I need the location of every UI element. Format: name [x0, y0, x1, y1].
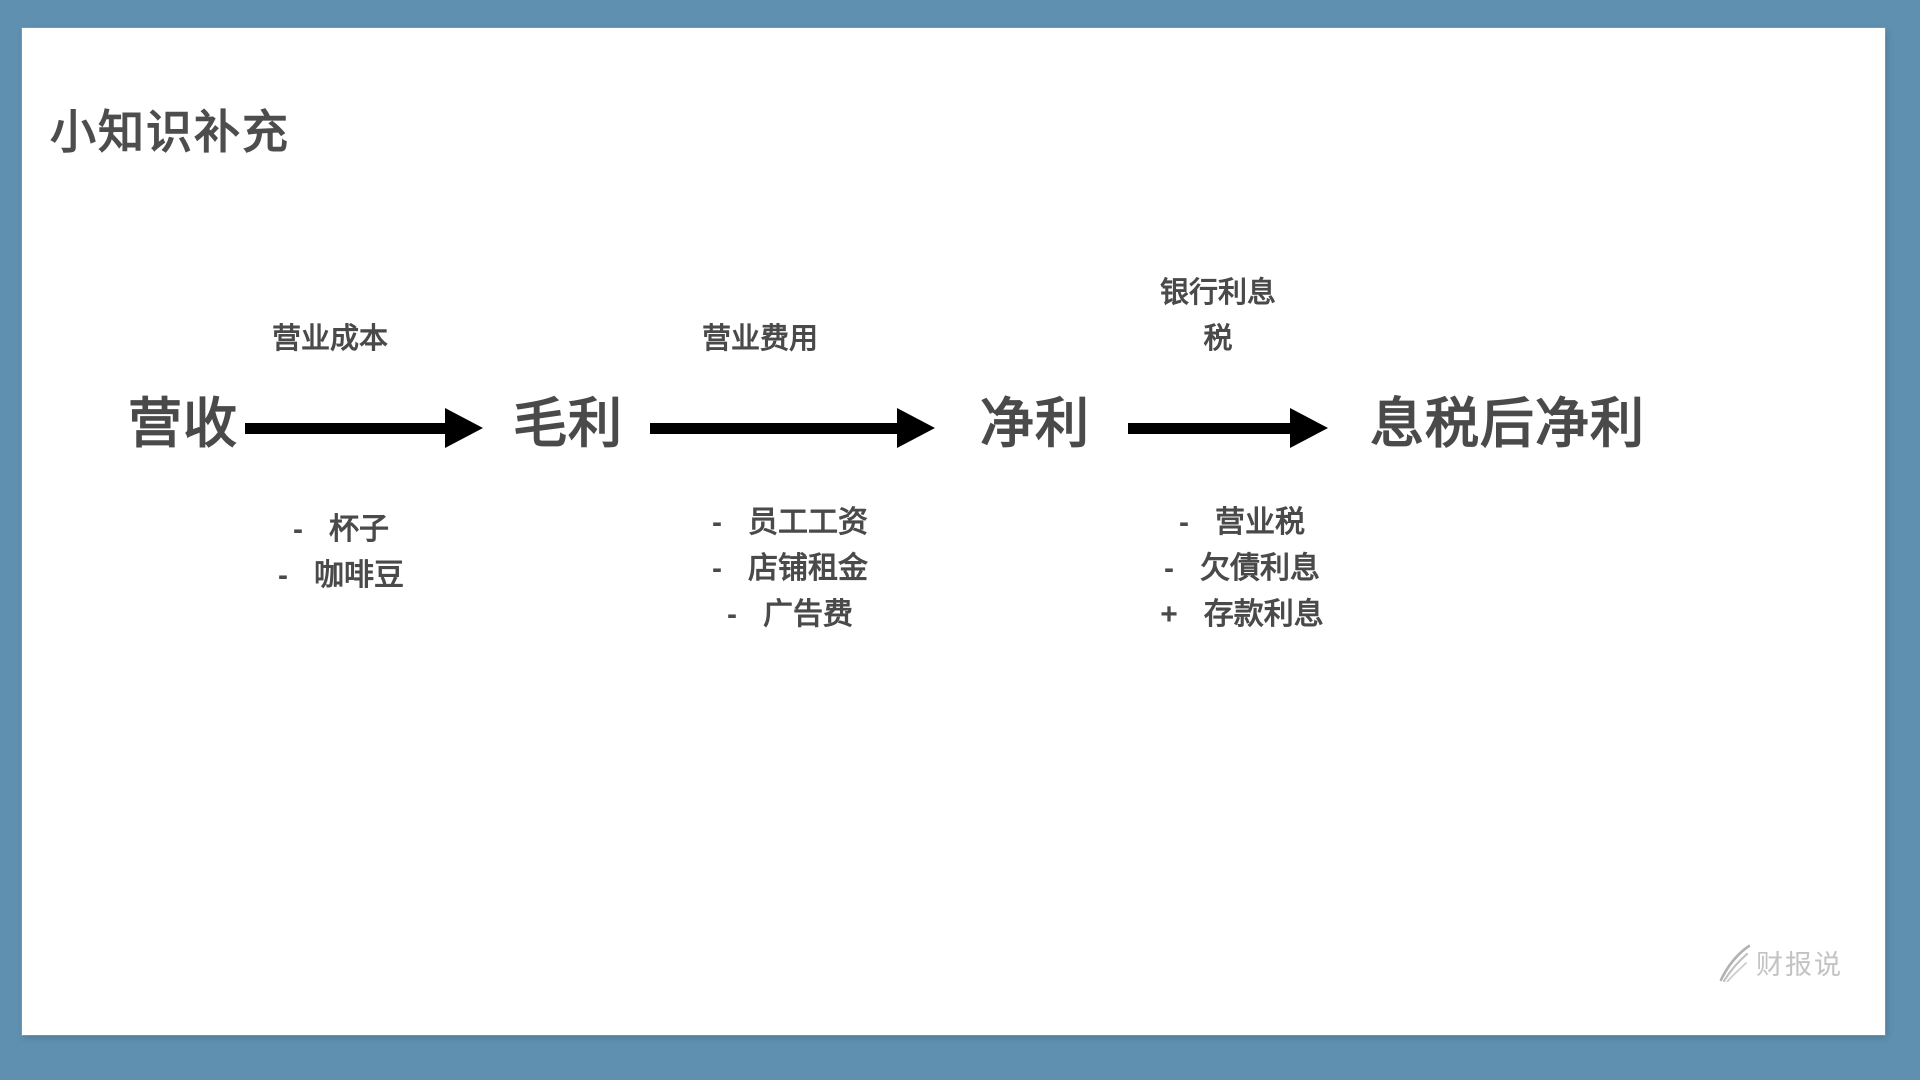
- list-item: - 营业税: [1160, 500, 1324, 546]
- arrow-label-line: 营业成本: [271, 323, 389, 355]
- arrow-head-icon: [897, 408, 935, 448]
- deduction-list-cost: - 杯子 - 咖啡豆: [278, 507, 404, 599]
- list-item: - 店铺租金: [712, 546, 868, 592]
- list-item-sign: -: [293, 513, 303, 546]
- list-item-sign: -: [278, 559, 288, 592]
- list-item-text: 欠債利息: [1200, 552, 1320, 585]
- list-item-sign: +: [1160, 598, 1178, 631]
- list-item-text: 员工工资: [748, 506, 868, 539]
- list-item: - 员工工资: [712, 500, 868, 546]
- deduction-list-interest-tax: - 营业税 - 欠債利息 + 存款利息: [1160, 500, 1324, 638]
- arrow-head-icon: [445, 408, 483, 448]
- flow-stage-revenue: 营收: [128, 394, 238, 454]
- arrow-shaft: [650, 422, 897, 434]
- arrow-label-operating-expense: 营业费用: [702, 316, 818, 362]
- arrow-label-line: 营业费用: [701, 323, 819, 355]
- list-item-sign: -: [712, 552, 722, 585]
- list-item: - 欠債利息: [1160, 546, 1324, 592]
- list-item: + 存款利息: [1160, 592, 1324, 638]
- caibaoshuo-logo: 财报说: [1718, 943, 1843, 982]
- logo-swoosh-icon: [1719, 944, 1750, 982]
- list-item-text: 咖啡豆: [314, 559, 404, 592]
- arrow-label-operating-cost: 营业成本: [272, 316, 388, 362]
- flow-arrow-3: [1128, 408, 1328, 448]
- arrow-label-line: 银行利息: [1159, 277, 1277, 309]
- flow-stage-gross-profit: 毛利: [513, 394, 623, 454]
- slide-canvas: [22, 28, 1885, 1035]
- list-item-text: 店铺租金: [748, 552, 868, 585]
- list-item: - 杯子: [278, 507, 404, 553]
- list-item-sign: -: [727, 598, 737, 631]
- list-item-sign: -: [712, 506, 722, 539]
- arrow-shaft: [1128, 422, 1290, 434]
- logo-text: 财报说: [1756, 950, 1843, 980]
- list-item-text: 存款利息: [1203, 598, 1324, 631]
- flow-arrow-1: [245, 408, 483, 448]
- list-item-text: 杯子: [329, 513, 389, 546]
- list-item: - 广告费: [712, 592, 868, 638]
- list-item-sign: -: [1164, 552, 1174, 585]
- list-item-text: 广告费: [763, 598, 853, 631]
- slide-title: 小知识补充: [50, 106, 290, 158]
- arrow-label-bank-interest-tax: 银行利息 税: [1160, 270, 1276, 362]
- list-item-sign: -: [1179, 506, 1189, 539]
- arrow-shaft: [245, 422, 445, 434]
- flow-stage-net-profit: 净利: [980, 394, 1090, 454]
- arrow-head-icon: [1290, 408, 1328, 448]
- deduction-list-expense: - 员工工资 - 店铺租金 - 广告费: [712, 500, 868, 638]
- list-item-text: 营业税: [1215, 506, 1305, 539]
- list-item: - 咖啡豆: [278, 553, 404, 599]
- arrow-label-line: 税: [1203, 323, 1233, 355]
- flow-stage-net-profit-after-interest-tax: 息税后净利: [1370, 394, 1645, 454]
- flow-arrow-2: [650, 408, 935, 448]
